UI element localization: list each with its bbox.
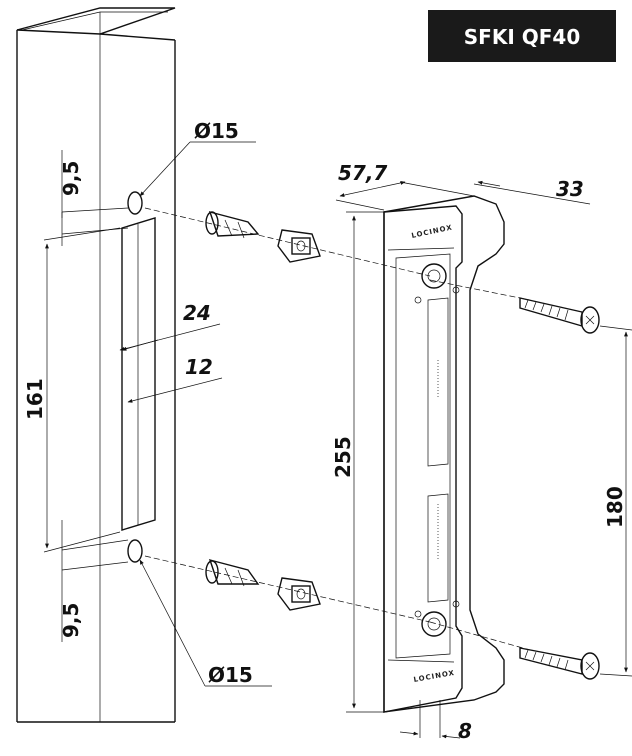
dim-keep-width: 57,7 — [335, 161, 475, 211]
screw-bottom — [519, 647, 600, 680]
dim-hole-bottom: Ø15 — [139, 559, 272, 687]
product-badge: SFKI QF40 — [428, 10, 616, 62]
slot-height-label: 161 — [23, 378, 47, 420]
dim-screw-spacing: 180 — [599, 325, 632, 677]
screw-spacing-label: 180 — [603, 486, 627, 528]
keep-depth-label: 33 — [556, 177, 584, 201]
hole-top-diameter-label: Ø15 — [194, 119, 239, 143]
dim-keep-thickness: 8 — [399, 700, 472, 743]
top-hole — [127, 191, 143, 215]
square-post — [16, 7, 176, 723]
dim-keep-height: 255 — [331, 211, 384, 713]
keep-height-label: 255 — [331, 436, 355, 478]
bottom-hole — [127, 539, 143, 563]
dim-slot-inner: 12 — [127, 355, 223, 403]
keep-thickness-label: 8 — [458, 719, 472, 743]
slot-width-inner-label: 12 — [185, 355, 213, 379]
top-offset-label: 9,5 — [59, 161, 83, 196]
product-badge-label: SFKI QF40 — [464, 25, 580, 49]
clip-nut-top — [277, 229, 321, 263]
brand-top: LOCINOX — [411, 223, 454, 240]
dim-bottom-offset: 9,5 — [59, 520, 129, 642]
screw-top — [519, 297, 600, 334]
dim-top-offset: 9,5 — [59, 150, 129, 246]
slot-width-outer-label: 24 — [183, 301, 211, 325]
bushing-top — [205, 210, 260, 239]
bottom-offset-label: 9,5 — [59, 603, 83, 638]
dim-slot-height: 161 — [23, 227, 121, 553]
dim-slot-outer: 24 — [119, 301, 221, 351]
dim-keep-depth: 33 — [473, 177, 591, 205]
hole-bottom-diameter-label: Ø15 — [208, 663, 253, 687]
bushing-bottom — [205, 558, 260, 587]
clip-nut-bottom — [277, 577, 321, 611]
post-slot — [121, 217, 156, 531]
dim-hole-top: Ø15 — [139, 119, 256, 197]
keep-width-label: 57,7 — [338, 161, 387, 185]
lock-keep: LOCINOX LOCINOX — [383, 195, 505, 713]
brand-bottom: LOCINOX — [413, 669, 456, 684]
